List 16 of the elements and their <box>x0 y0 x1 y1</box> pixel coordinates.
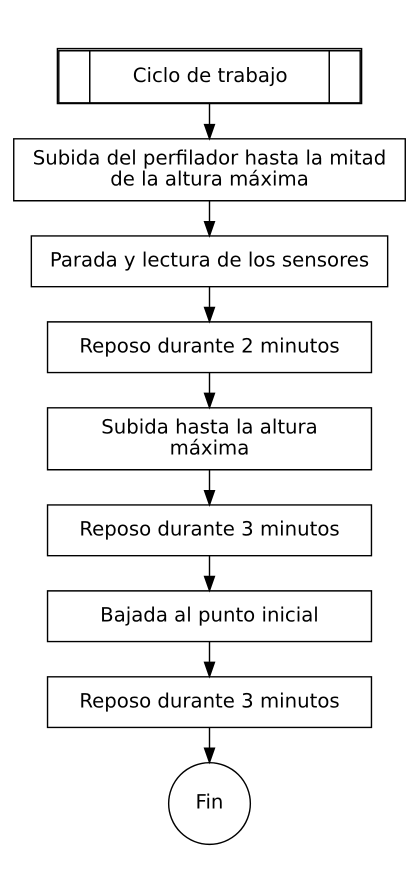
node-box: Subida del perfilador hasta la mitad de la altura máxima <box>13 138 406 202</box>
node-box: Parada y lectura de los sensores <box>30 235 388 288</box>
arrow <box>204 556 216 593</box>
arrow <box>204 201 216 238</box>
node-box: Reposo durante 2 minutos <box>46 321 372 374</box>
arrow <box>204 728 216 764</box>
arrow <box>204 286 216 324</box>
arrow <box>204 104 216 141</box>
node-circle: Fin <box>168 762 252 846</box>
arrow <box>204 372 216 410</box>
node-box: Reposo durante 3 minutos <box>46 504 372 556</box>
arrow <box>204 470 216 507</box>
arrow <box>204 642 216 679</box>
node-box: Bajada al punto inicial <box>46 590 372 642</box>
node-box: Subida hasta la altura máxima <box>46 407 372 470</box>
node-box: Reposo durante 3 minutos <box>46 676 372 728</box>
